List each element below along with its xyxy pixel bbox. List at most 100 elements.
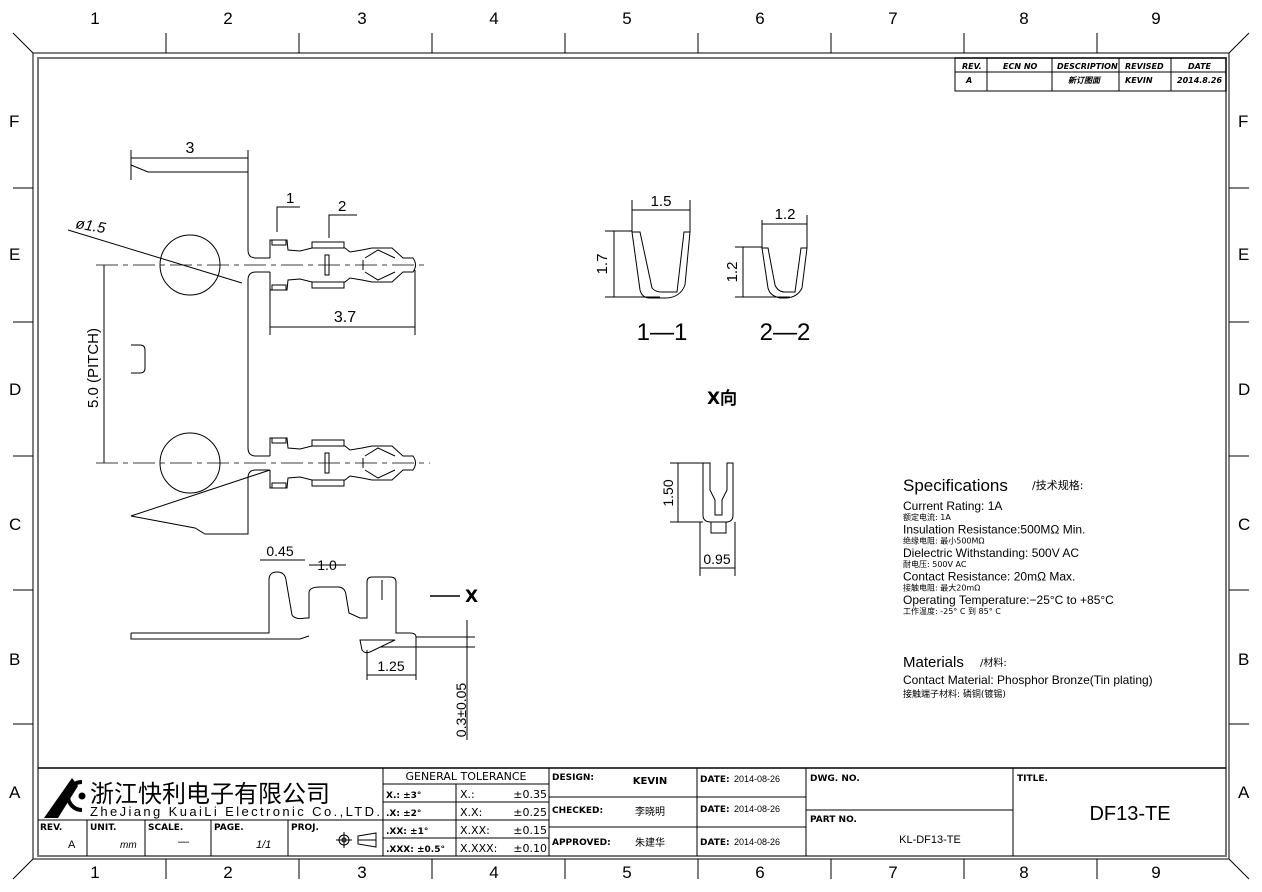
revised-header: REVISED bbox=[1125, 62, 1164, 71]
drawing-frame bbox=[12, 32, 1250, 880]
approved-value: 朱建华 bbox=[635, 836, 665, 849]
linear-tolerance-label: X.: bbox=[460, 788, 475, 801]
linear-tolerance-value: ±0.25 bbox=[513, 806, 547, 819]
angular-tolerance: .X: ±2° bbox=[386, 809, 421, 819]
rev-value: A bbox=[68, 839, 76, 851]
angular-tolerance: .XX: ±1° bbox=[386, 827, 428, 837]
section-marker-1: 1 bbox=[286, 190, 294, 207]
dim-width: 0.95 bbox=[703, 551, 730, 567]
linear-tolerance-value: ±0.35 bbox=[513, 788, 547, 801]
section-marker-2: 2 bbox=[338, 198, 346, 215]
spec-item: Insulation Resistance:500MΩ Min. bbox=[903, 523, 1085, 537]
company-name-cn: 浙江快利电子有限公司 bbox=[90, 780, 330, 808]
spec-item: Operating Temperature:−25°C to +85°C bbox=[903, 593, 1114, 607]
zone-column-label: 5 bbox=[622, 863, 631, 882]
zone-row-label: B bbox=[1238, 650, 1249, 669]
terminal-contact bbox=[269, 239, 416, 291]
linear-tolerance-label: X.XXX: bbox=[460, 842, 497, 855]
side-view: X 0.45 1.0 1.25 0.3±0.05 bbox=[130, 543, 478, 740]
rev-header: REV. bbox=[962, 62, 982, 71]
linear-tolerance-value: ±0.15 bbox=[513, 824, 547, 837]
revised-value: KEVIN bbox=[1125, 76, 1153, 85]
zone-column-label: 9 bbox=[1151, 863, 1160, 882]
page-value: 1/1 bbox=[256, 839, 271, 851]
title-label: TITLE. bbox=[1017, 774, 1048, 784]
zone-column-label: 9 bbox=[1151, 9, 1160, 28]
section-2-2: 1.2 1.2 2—2 bbox=[724, 206, 810, 346]
spec-title: Specifications bbox=[903, 476, 1008, 495]
description-header: DESCRIPTION bbox=[1057, 62, 1118, 71]
terminal-contact bbox=[269, 437, 416, 489]
materials-title-cn: /材料: bbox=[980, 656, 1007, 669]
checked-value: 李晓明 bbox=[635, 805, 665, 818]
dim-barrel: 1.0 bbox=[317, 557, 337, 573]
spec-item: Current Rating: 1A bbox=[903, 499, 1002, 513]
zone-row-label: D bbox=[9, 380, 21, 399]
spec-item: Dielectric Withstanding: 500V AC bbox=[903, 546, 1079, 560]
zone-column-label: 5 bbox=[622, 9, 631, 28]
zone-row-label: E bbox=[1238, 245, 1249, 264]
zone-column-label: 3 bbox=[357, 863, 366, 882]
zone-column-label: 1 bbox=[90, 9, 99, 28]
scale-label: SCALE. bbox=[148, 823, 183, 833]
section-label: 1—1 bbox=[637, 319, 688, 346]
linear-tolerance-label: X.X: bbox=[460, 806, 482, 819]
view-arrow-x: X bbox=[465, 587, 478, 607]
zone-row-label: E bbox=[9, 245, 20, 264]
angular-tolerance: .XXX: ±0.5° bbox=[386, 845, 445, 855]
revision-table: REV. ECN NO DESCRIPTION REVISED DATE A 新… bbox=[954, 57, 1227, 92]
dim-pitch: 5.0 (PITCH) bbox=[85, 328, 102, 408]
dim-width: 3 bbox=[186, 140, 195, 157]
dim-tab: 0.45 bbox=[266, 543, 293, 559]
dim-crimp: 1.25 bbox=[377, 658, 404, 674]
unit-label: UNIT. bbox=[90, 823, 116, 833]
zone-column-label: 8 bbox=[1019, 863, 1028, 882]
unit-value: mm bbox=[120, 840, 137, 851]
spec-item-cn: 工作温度: -25° C 到 85° C bbox=[903, 606, 1001, 616]
description-value: 新订图面 bbox=[1068, 76, 1102, 85]
date-label: DATE: bbox=[700, 805, 730, 815]
scale-value: — bbox=[178, 836, 189, 848]
zone-column-label: 8 bbox=[1019, 9, 1028, 28]
zone-row-label: F bbox=[9, 112, 19, 131]
zone-row-label: B bbox=[9, 650, 20, 669]
design-date: 2014-08-26 bbox=[734, 774, 780, 784]
dim-height: 1.7 bbox=[594, 254, 611, 275]
zone-column-label: 4 bbox=[489, 9, 498, 28]
section-1-1: 1.5 1.7 1—1 bbox=[594, 193, 691, 346]
zone-column-label: 7 bbox=[888, 863, 897, 882]
tolerance-title: GENERAL TOLERANCE bbox=[405, 770, 526, 783]
top-view: 3 ø1.5 3.7 5.0 (PITCH) 1 2 bbox=[67, 140, 430, 535]
material: Contact Material: Phosphor Bronze(Tin pl… bbox=[903, 673, 1153, 687]
spec-item-cn: 绝缘电阻: 最小500MΩ bbox=[903, 536, 985, 546]
view-label: X向 bbox=[707, 388, 737, 409]
date-label: DATE: bbox=[700, 775, 730, 785]
dim-thickness: 0.3±0.05 bbox=[453, 683, 469, 738]
spec-item-cn: 额定电流: 1A bbox=[903, 512, 951, 522]
zone-row-label: C bbox=[9, 515, 21, 534]
material-cn: 接触端子材料: 磷铜(镀锡) bbox=[903, 688, 1006, 700]
zone-column-label: 7 bbox=[888, 9, 897, 28]
approved-label: APPROVED: bbox=[552, 838, 611, 848]
zone-row-label: F bbox=[1238, 112, 1248, 131]
design-label: DESIGN: bbox=[552, 773, 594, 783]
date-value: 2014.8.26 bbox=[1177, 76, 1222, 85]
checked-date: 2014-08-26 bbox=[734, 804, 780, 814]
page-label: PAGE. bbox=[214, 823, 244, 833]
company-logo bbox=[44, 778, 86, 818]
angular-tolerance: X.: ±3° bbox=[386, 791, 421, 801]
dim-hole: ø1.5 bbox=[74, 215, 107, 237]
zone-row-label: C bbox=[1238, 515, 1250, 534]
spec-item: Contact Resistance: 20mΩ Max. bbox=[903, 570, 1075, 584]
zone-column-label: 2 bbox=[223, 9, 232, 28]
dim-height: 1.2 bbox=[724, 262, 741, 283]
zone-row-label: A bbox=[1238, 783, 1250, 802]
zone-column-label: 6 bbox=[755, 863, 764, 882]
part-no-label: PART NO. bbox=[810, 815, 857, 825]
linear-tolerance-value: ±0.10 bbox=[513, 842, 547, 855]
x-view: X向 1.50 0.95 bbox=[660, 388, 737, 576]
dim-width: 1.5 bbox=[651, 193, 672, 210]
section-label: 2—2 bbox=[760, 319, 811, 346]
